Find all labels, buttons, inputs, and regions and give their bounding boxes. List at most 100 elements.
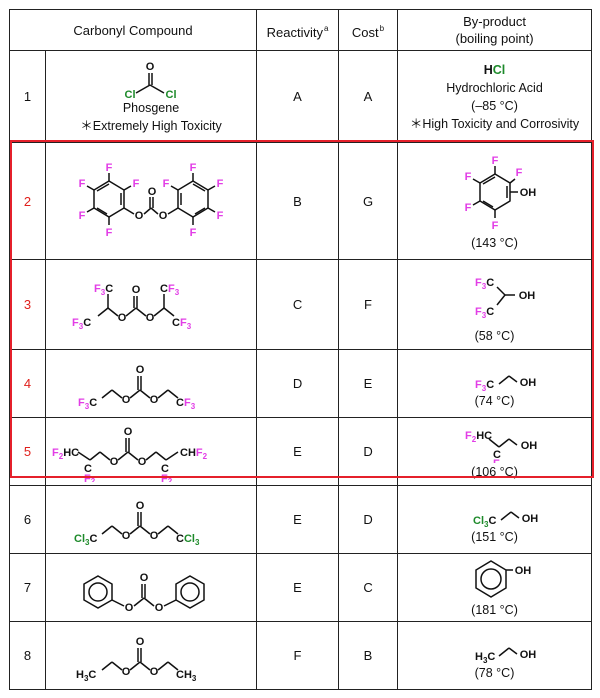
svg-text:OH: OH (519, 377, 536, 389)
svg-text:O: O (110, 456, 119, 468)
row-number: 5 (9, 417, 46, 486)
table-row: 1 O Cl Cl Phosgene ＊Extremely High Toxic… (9, 50, 593, 143)
svg-text:Cl3C: Cl3C (74, 533, 97, 547)
svg-text:F3C: F3C (475, 306, 494, 320)
svg-text:F: F (190, 227, 197, 239)
svg-text:O: O (132, 284, 141, 296)
header-cost: Costb (338, 9, 399, 51)
svg-text:O: O (136, 500, 145, 512)
svg-text:C: C (84, 463, 92, 475)
byproduct-cell: OH H3C (78 °C) (397, 621, 593, 690)
svg-text:F2HC: F2HC (52, 447, 79, 461)
table-row: 6 O O O Cl3C CCl3 (9, 485, 593, 554)
svg-text:H3C: H3C (475, 651, 495, 664)
carbonyl-compound-table: Carbonyl Compound Reactivitya Costb By-p… (8, 9, 593, 690)
row-number: 2 (9, 142, 46, 260)
table-row: 2 (9, 142, 593, 260)
header-compound: Carbonyl Compound (8, 9, 258, 51)
svg-text:F: F (217, 210, 224, 222)
row-number: 3 (9, 259, 46, 350)
boiling-point: (78 °C) (474, 665, 515, 680)
byproduct-cell: OH F3C F3C (58 °C) (397, 259, 593, 350)
compound-cell: O O O (44, 553, 258, 622)
cost-cell: B (338, 621, 399, 690)
row-number: 6 (9, 485, 46, 554)
row-number: 4 (9, 349, 46, 418)
table-row: 5 O O O F2HC C (9, 417, 593, 486)
svg-text:F: F (79, 178, 86, 190)
boiling-point: (151 °C) (471, 529, 518, 544)
svg-text:O: O (135, 210, 144, 222)
svg-text:F: F (491, 155, 498, 167)
cost-cell: G (338, 142, 399, 260)
svg-text:F3C: F3C (72, 317, 91, 331)
header-byproduct: By-product(boiling point) (397, 9, 593, 51)
compound-cell: O O O Cl3C CCl3 (44, 485, 258, 554)
svg-text:O: O (124, 426, 133, 438)
svg-text:C: C (493, 449, 501, 461)
compound-cell: O Cl Cl Phosgene ＊Extremely High Toxicit… (44, 50, 258, 143)
boiling-point: (74 °C) (474, 393, 515, 408)
svg-text:F: F (515, 167, 522, 179)
svg-text:H3C: H3C (76, 669, 96, 683)
tetrafluoropropanol-structure: OH F2HC C F2 (465, 430, 537, 463)
svg-text:O: O (122, 394, 131, 406)
svg-text:O: O (150, 666, 159, 678)
svg-text:OH: OH (519, 649, 536, 661)
svg-text:CHF2: CHF2 (180, 447, 208, 461)
svg-text:O: O (138, 456, 147, 468)
svg-text:F2HC: F2HC (465, 430, 492, 444)
row-number: 1 (9, 50, 46, 143)
diphenyl-carbonate-structure: O O O (83, 572, 205, 614)
byproduct-formula: HCl (483, 62, 506, 77)
svg-text:C: C (161, 463, 169, 475)
phenol-structure: OH (474, 559, 531, 598)
svg-text:F: F (217, 178, 224, 190)
svg-text:Cl: Cl (166, 89, 177, 99)
phosgene-structure: O Cl Cl (125, 61, 177, 99)
hexafluoroisopropyl-carbonate-structure: O O O F3C F3C CF3 CF3 (72, 283, 192, 331)
cost-cell: E (338, 349, 399, 418)
table-row: 3 O O O F3C F3C (9, 259, 593, 350)
bis-tetrafluoropropyl-carbonate-structure: O O O F2HC C F2 C F2 CHF2 (52, 426, 208, 482)
svg-text:O: O (136, 636, 145, 648)
bis-trichloroethyl-carbonate-structure: O O O Cl3C CCl3 (74, 500, 200, 547)
compound-name: Phosgene (122, 100, 180, 115)
svg-text:OH: OH (514, 565, 531, 577)
reactivity-cell: E (256, 553, 340, 622)
pentafluorophenol-structure: OH FFF FF (464, 155, 536, 232)
cost-cell: A (338, 50, 399, 143)
svg-text:O: O (140, 572, 149, 584)
cost-cell: D (338, 485, 399, 554)
svg-text:F: F (491, 220, 498, 232)
svg-text:Cl3C: Cl3C (473, 515, 496, 528)
byproduct-name: Hydrochloric Acid (446, 80, 543, 95)
reactivity-cell: B (256, 142, 340, 260)
svg-text:O: O (125, 602, 134, 614)
reactivity-cell: D (256, 349, 340, 418)
cost-cell: C (338, 553, 399, 622)
boiling-point: (106 °C) (471, 464, 518, 479)
header-reactivity: Reactivitya (256, 9, 340, 51)
svg-text:F: F (106, 162, 113, 174)
svg-text:F2: F2 (84, 473, 96, 482)
header-row: Carbonyl Compound Reactivitya Costb By-p… (8, 9, 593, 51)
compound-cell: O O O F3C CF3 (44, 349, 258, 418)
svg-text:F: F (163, 178, 170, 190)
svg-text:F3C: F3C (94, 283, 113, 297)
boiling-point: (58 °C) (474, 328, 515, 343)
cost-cell: D (338, 417, 399, 486)
row-number: 8 (9, 621, 46, 690)
table-row: 4 O O O F3C CF3 (9, 349, 593, 418)
svg-text:F3C: F3C (475, 277, 494, 291)
svg-text:O: O (122, 666, 131, 678)
trichloroethanol-structure: OH Cl3C (473, 510, 538, 528)
reactivity-cell: E (256, 485, 340, 554)
hexafluoroisopropanol-structure: OH F3C F3C (475, 277, 535, 320)
table-row: 7 O O O (9, 553, 593, 622)
svg-text:OH: OH (519, 187, 536, 199)
svg-text:F: F (133, 178, 140, 190)
svg-text:F2: F2 (493, 458, 505, 463)
